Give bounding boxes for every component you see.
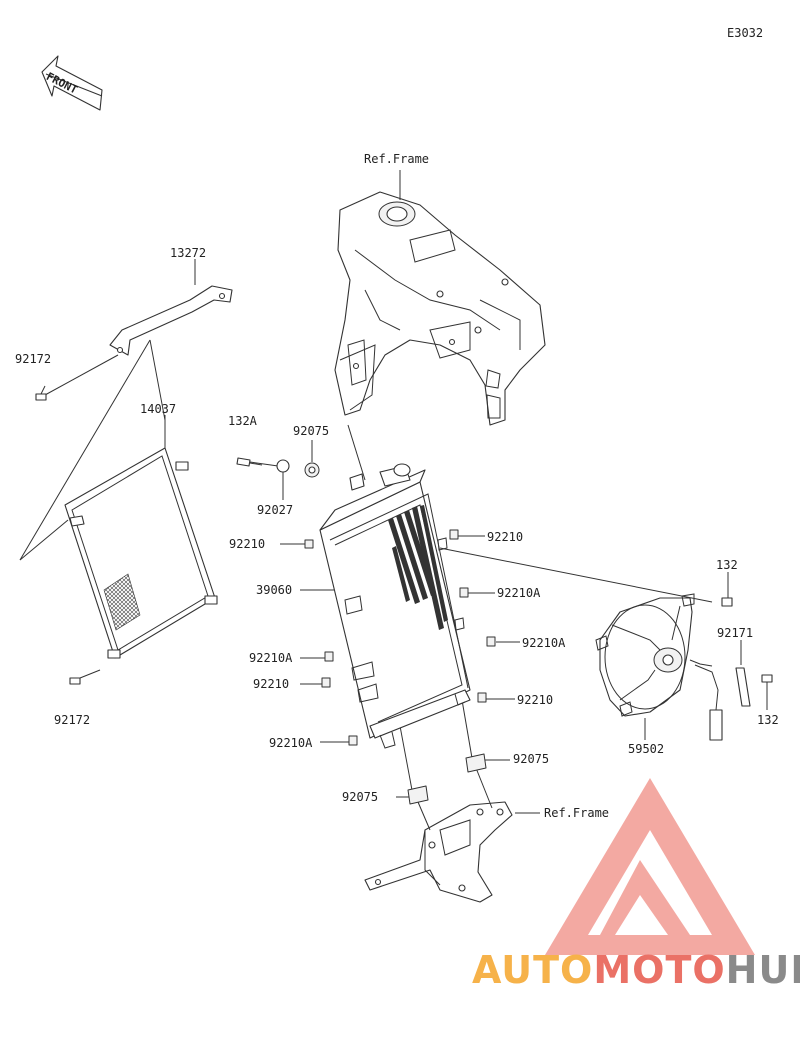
label-92075-top: 92075 bbox=[293, 424, 330, 438]
label-132A: 132A bbox=[228, 414, 257, 428]
label-13272: 13272 bbox=[170, 246, 207, 260]
label-92171: 92171 bbox=[717, 626, 754, 640]
label-132-right: 132 bbox=[757, 713, 779, 727]
label-ref-frame-bottom: Ref.Frame bbox=[544, 806, 610, 820]
watermark-logo bbox=[545, 778, 755, 955]
watermark-moto: MOTO bbox=[593, 948, 726, 992]
label-92172-bottom: 92172 bbox=[54, 713, 91, 727]
frame-top-part bbox=[334, 191, 546, 426]
frame-bottom-bracket bbox=[364, 801, 513, 903]
front-arrow-icon bbox=[41, 55, 103, 111]
radiator-screen-14037 bbox=[64, 447, 218, 659]
label-92075-right: 92075 bbox=[513, 752, 550, 766]
radiator-fins bbox=[388, 505, 448, 630]
watermark-text: AUTOMOTOHUB bbox=[472, 948, 800, 992]
label-132-top: 132 bbox=[716, 558, 738, 572]
label-92210A-right1: 92210A bbox=[497, 586, 541, 600]
label-92210-left2: 92210 bbox=[253, 677, 290, 691]
label-92210A-right2: 92210A bbox=[522, 636, 566, 650]
diagram-code: E3032 bbox=[727, 26, 764, 40]
label-92210A-left1: 92210A bbox=[249, 651, 293, 665]
label-59502: 59502 bbox=[628, 742, 665, 756]
watermark-auto: AUTO bbox=[472, 948, 594, 992]
label-92210-left1: 92210 bbox=[229, 537, 266, 551]
label-92210A-left2: 92210A bbox=[269, 736, 313, 750]
label-92210-right1: 92210 bbox=[487, 530, 524, 544]
clips bbox=[304, 529, 496, 746]
cooling-fan-59502 bbox=[595, 593, 751, 741]
label-92027: 92027 bbox=[257, 503, 294, 517]
label-39060: 39060 bbox=[256, 583, 293, 597]
label-92210-right2: 92210 bbox=[517, 693, 554, 707]
label-92172-top: 92172 bbox=[15, 352, 52, 366]
fasteners bbox=[35, 385, 773, 805]
bracket-13272 bbox=[109, 285, 233, 356]
leader-lines bbox=[19, 170, 768, 831]
label-ref-frame-top: Ref.Frame bbox=[364, 152, 430, 166]
watermark-hub: HUB bbox=[725, 948, 800, 992]
radiator-39060 bbox=[319, 463, 471, 749]
label-14037: 14037 bbox=[140, 402, 177, 416]
label-92075-left: 92075 bbox=[342, 790, 379, 804]
